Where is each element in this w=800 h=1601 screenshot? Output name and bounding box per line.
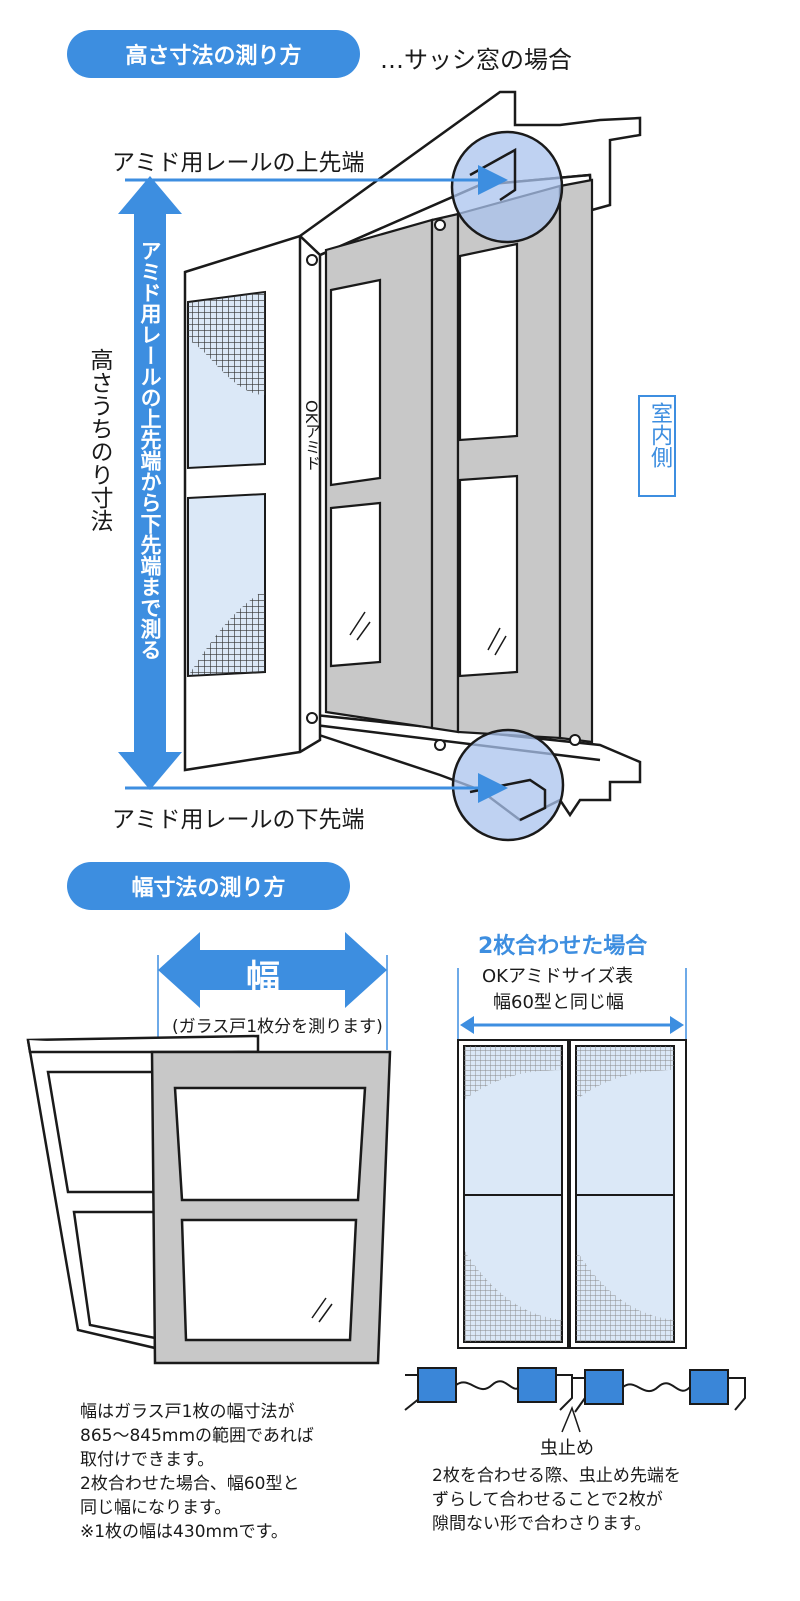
- left-glass: [187, 290, 266, 678]
- two-panel-title: 2枚合わせた場合: [478, 934, 648, 959]
- height-section-subtitle: …サッシ窓の場合: [380, 46, 572, 74]
- top-detail-circle: [450, 130, 564, 244]
- width-section-title: 幅寸法の測り方: [67, 862, 350, 910]
- back-sash: [26, 1034, 260, 1350]
- screen-panel-left: [457, 1039, 569, 1349]
- rail-top-label: アミド用レールの上先端: [112, 150, 365, 176]
- two-panel-arrow: [460, 1016, 684, 1034]
- right-text-line: ずらして合わせることで2枚が: [432, 1490, 663, 1510]
- left-text-line: 取付けできます。: [80, 1450, 215, 1470]
- width-note: (ガラス戸1枚分を測ります): [172, 1017, 383, 1037]
- right-text-line: 2枚を合わせる際、虫止め先端を: [432, 1466, 681, 1486]
- left-text-line: 865～845mmの範囲であれば: [80, 1426, 314, 1446]
- insect-stop-section: [404, 1367, 746, 1413]
- inner-height-label: 高さうちのり寸法: [86, 348, 112, 532]
- left-text-line: 同じ幅になります。: [80, 1498, 232, 1518]
- left-explanation: 幅はガラス戸1枚の幅寸法が 865～845mmの範囲であれば 取付けできます。 …: [80, 1400, 314, 1544]
- indoor-box: [638, 395, 676, 497]
- left-text-line: ※1枚の幅は430mmです。: [80, 1522, 288, 1542]
- left-text-line: 2枚合わせた場合、幅60型と: [80, 1474, 300, 1494]
- screen-panel-right: [569, 1039, 687, 1349]
- width-label: 幅: [246, 958, 280, 998]
- right-text-line: 隙間ない形で合わさります。: [432, 1514, 652, 1534]
- left-text-line: 幅はガラス戸1枚の幅寸法が: [80, 1402, 295, 1422]
- measure-instruction: アミド用レールの上先端から下先端まで測る: [138, 240, 162, 660]
- front-sash: [150, 1050, 392, 1365]
- two-panel-note-2: 幅60型と同じ幅: [493, 992, 624, 1013]
- screen-panels: [324, 178, 594, 744]
- insect-stop-label: 虫止め: [540, 1438, 594, 1459]
- two-panel-note-1: OKアミドサイズ表: [482, 966, 634, 987]
- height-double-arrow: [118, 176, 182, 790]
- height-section-title: 高さ寸法の測り方: [67, 30, 360, 78]
- indoor-label: 室内側: [647, 402, 672, 468]
- rail-bottom-label: アミド用レールの下先端: [112, 807, 365, 833]
- product-label: OKアミド: [302, 400, 321, 472]
- right-explanation: 2枚を合わせる際、虫止め先端を ずらして合わせることで2枚が 隙間ない形で合わさ…: [432, 1464, 681, 1536]
- width-double-arrow: [158, 932, 387, 1008]
